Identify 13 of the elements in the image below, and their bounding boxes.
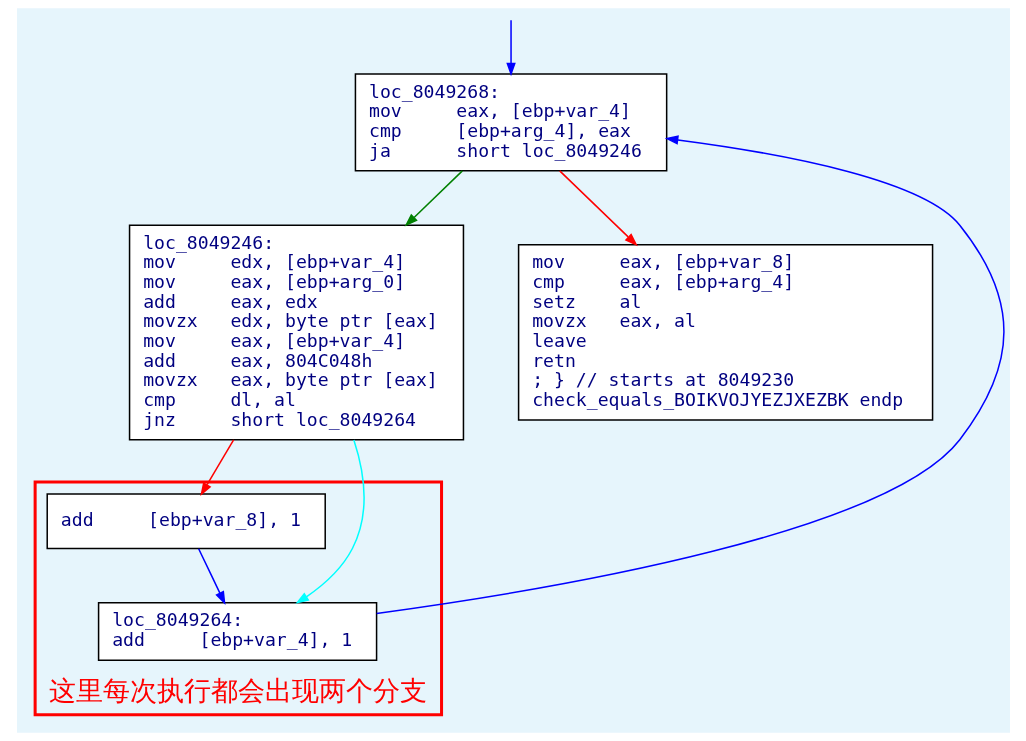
arrow <box>558 170 638 247</box>
arrow <box>197 548 226 605</box>
arrow <box>295 439 365 604</box>
node-label: 这里每次执行都会出现两个分支 <box>48 675 427 707</box>
node-box: loc_8049246: mov edx, [ebp+var_4] mov eax, [ebp+arg_0] add eax, edx movzx edx, byte ptr [eax] mov eax, [ebp+var_4] add eax, 804C048h movzx eax, byte ptr [eax] cmp dl, al jnz short loc_8049264 <box>128 224 464 441</box>
arrow <box>505 19 516 77</box>
node-box: add [ebp+var_8], 1 <box>45 493 326 550</box>
arrow <box>199 439 234 497</box>
node-box: loc_8049268: mov eax, [ebp+var_4] cmp [ebp+arg_4], eax ja short loc_8049246 <box>354 73 667 172</box>
arrow <box>375 135 1005 615</box>
arrow <box>404 170 463 227</box>
node-box: loc_8049264: add [ebp+var_4], 1 <box>97 602 377 662</box>
node-box: mov eax, [ebp+var_8] cmp eax, [ebp+arg_4] setz al movzx eax, al leave retn ; } // starts at 8049230 check_equals_BOIKVOJYEZJXEZBK endp <box>517 244 933 421</box>
